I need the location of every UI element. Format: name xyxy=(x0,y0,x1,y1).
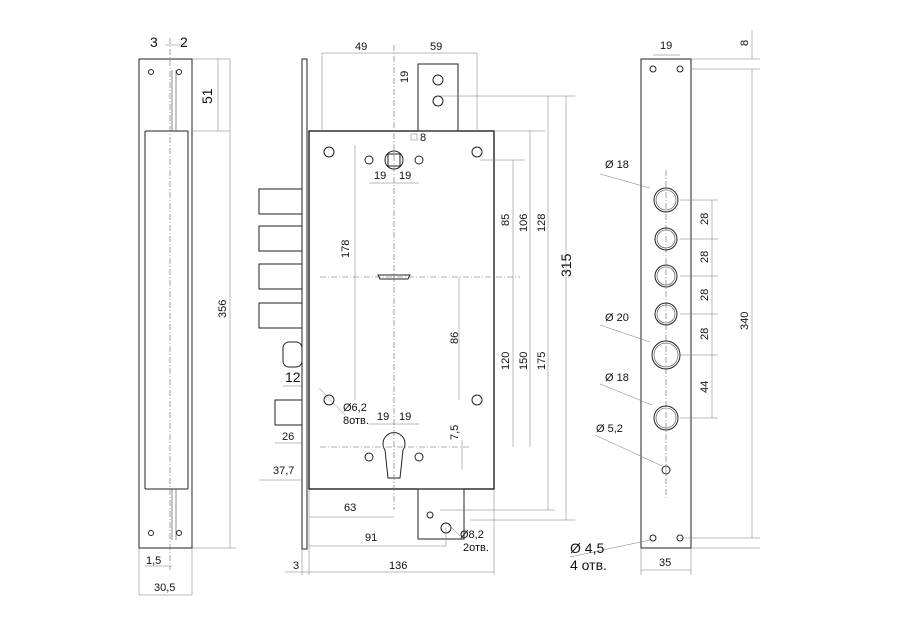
dim-44: 44 xyxy=(699,381,711,393)
dim-dia-6-2: Ø6,2 xyxy=(343,402,367,414)
dim-12: 12 xyxy=(285,369,301,385)
dim-3: 3 xyxy=(150,34,158,50)
dim-86: 86 xyxy=(449,332,461,344)
dim-85: 85 xyxy=(500,214,512,226)
dim-136: 136 xyxy=(389,560,407,572)
dim-26: 26 xyxy=(282,431,294,443)
left-faceplate-view: 3 2 51 356 1,5 30,5 xyxy=(138,34,236,596)
dim-37-7: 37,7 xyxy=(273,465,294,477)
dim-dia-8-2: Ø8,2 xyxy=(460,529,484,541)
dim-19-r: 19 xyxy=(399,170,411,182)
right-bolt-face-view: 19 8 Ø 18 28 28 28 28 Ø 20 44 Ø 18 Ø 5,2… xyxy=(569,30,760,575)
dim-356: 356 xyxy=(217,300,229,318)
dim-28-d: 28 xyxy=(699,328,711,340)
dim-178: 178 xyxy=(340,240,352,258)
dim-59: 59 xyxy=(430,41,442,53)
dim-sq8: 8 xyxy=(420,132,426,144)
dim-2: 2 xyxy=(180,34,188,50)
dim-51: 51 xyxy=(199,88,215,104)
dim-35: 35 xyxy=(659,557,671,569)
dim-19-key-r: 19 xyxy=(399,411,411,423)
holes-2: 2отв. xyxy=(463,542,489,554)
dim-28-c: 28 xyxy=(699,289,711,301)
dim-340: 340 xyxy=(739,312,751,330)
dim-19-top: 19 xyxy=(399,71,411,83)
dim-120: 120 xyxy=(500,352,512,370)
holes-4: 4 отв. xyxy=(570,557,607,573)
dim-28-b: 28 xyxy=(699,251,711,263)
dim-175: 175 xyxy=(536,352,548,370)
dim-91: 91 xyxy=(365,532,377,544)
dim-28-a: 28 xyxy=(699,213,711,225)
dim-63: 63 xyxy=(344,502,356,514)
center-lock-body-view: 49 59 19 8 19 19 178 85 106 128 315 86 1… xyxy=(258,41,575,575)
dia-18-a: Ø 18 xyxy=(605,159,629,171)
dim-1-5: 1,5 xyxy=(146,555,161,567)
dim-19-key-l: 19 xyxy=(377,411,389,423)
dim-8-right: 8 xyxy=(739,40,751,46)
dia-20: Ø 20 xyxy=(605,312,629,324)
dim-7-5: 7,5 xyxy=(449,425,461,440)
dim-49: 49 xyxy=(355,41,367,53)
dim-19-l: 19 xyxy=(374,170,386,182)
dia-4-5: Ø 4,5 xyxy=(570,540,604,556)
dim-150: 150 xyxy=(518,352,530,370)
dim-315: 315 xyxy=(558,253,574,277)
dim-128: 128 xyxy=(536,214,548,232)
dim-3-bottom: 3 xyxy=(293,560,299,572)
dia-5-2: Ø 5,2 xyxy=(596,423,623,435)
holes-8: 8отв. xyxy=(343,415,369,427)
dim-106: 106 xyxy=(518,214,530,232)
dia-18-b: Ø 18 xyxy=(605,372,629,384)
dim-19-right: 19 xyxy=(660,40,672,52)
dim-30-5: 30,5 xyxy=(154,582,175,594)
